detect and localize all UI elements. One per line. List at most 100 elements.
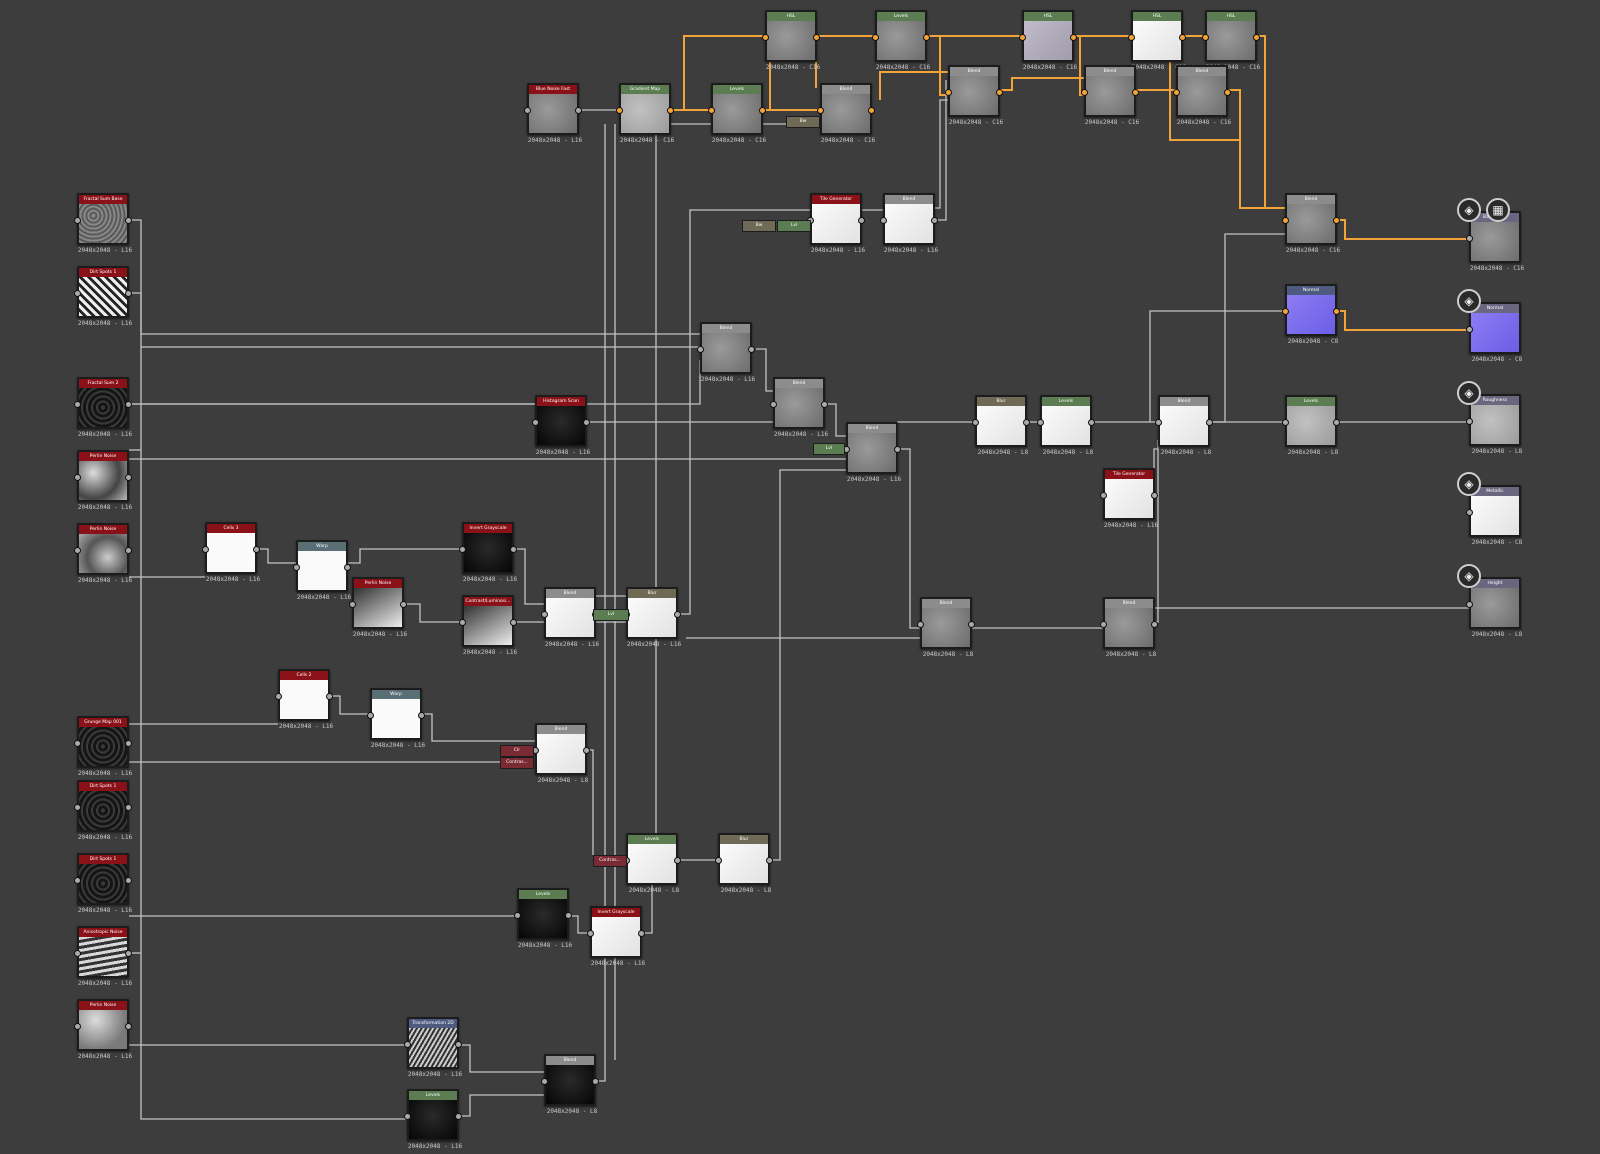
input-pin[interactable] xyxy=(74,217,81,224)
input-pin[interactable] xyxy=(880,217,887,224)
output-pin[interactable] xyxy=(1151,621,1158,628)
output-pin[interactable] xyxy=(125,217,132,224)
output-pin[interactable] xyxy=(455,1041,462,1048)
connection-wire[interactable] xyxy=(421,713,535,742)
output-pin[interactable] xyxy=(344,564,351,571)
output-icon[interactable]: ◈ xyxy=(1457,564,1481,588)
connection-wire[interactable] xyxy=(129,292,700,348)
output-icon[interactable]: ◈ xyxy=(1457,198,1481,222)
input-pin[interactable] xyxy=(1282,308,1289,315)
input-pin[interactable] xyxy=(1173,89,1180,96)
output-pin[interactable] xyxy=(1132,89,1139,96)
output-icon[interactable]: ◈ xyxy=(1457,289,1481,313)
mini-node-clr[interactable]: Clr xyxy=(500,745,534,757)
input-pin[interactable] xyxy=(770,401,777,408)
output-pin[interactable] xyxy=(125,950,132,957)
output-pin[interactable] xyxy=(858,217,865,224)
input-pin[interactable] xyxy=(1466,418,1473,425)
input-pin[interactable] xyxy=(74,474,81,481)
output-pin[interactable] xyxy=(1224,89,1231,96)
output-pin[interactable] xyxy=(575,107,582,114)
output-pin[interactable] xyxy=(923,34,930,41)
connection-wire[interactable] xyxy=(347,548,462,564)
output-pin[interactable] xyxy=(1333,308,1340,315)
input-pin[interactable] xyxy=(1037,419,1044,426)
output-icon[interactable]: ◈ xyxy=(1457,472,1481,496)
output-pin[interactable] xyxy=(674,611,681,618)
input-pin[interactable] xyxy=(697,346,704,353)
input-pin[interactable] xyxy=(541,611,548,618)
input-pin[interactable] xyxy=(762,34,769,41)
output-pin[interactable] xyxy=(125,401,132,408)
output-pin[interactable] xyxy=(766,857,773,864)
mini-node-contras[interactable]: Contras... xyxy=(500,757,534,769)
connection-wire[interactable] xyxy=(129,360,701,405)
input-pin[interactable] xyxy=(616,107,623,114)
mini-node-lvl[interactable]: Lvl xyxy=(593,609,629,621)
input-pin[interactable] xyxy=(1466,601,1473,608)
output-pin[interactable] xyxy=(821,401,828,408)
output-pin[interactable] xyxy=(1070,34,1077,41)
input-pin[interactable] xyxy=(945,89,952,96)
output-pin[interactable] xyxy=(125,877,132,884)
input-pin[interactable] xyxy=(367,712,374,719)
output-pin[interactable] xyxy=(1023,419,1030,426)
input-pin[interactable] xyxy=(1100,492,1107,499)
input-pin[interactable] xyxy=(349,601,356,608)
output-pin[interactable] xyxy=(667,107,674,114)
input-pin[interactable] xyxy=(1282,217,1289,224)
output-pin[interactable] xyxy=(253,546,260,553)
graph-node-contrast-luminosi[interactable]: Contrast/Luminosi...2048x2048 - L16 xyxy=(459,595,517,656)
output-pin[interactable] xyxy=(125,1023,132,1030)
color-connection-wire[interactable] xyxy=(879,71,948,100)
output-pin[interactable] xyxy=(1333,419,1340,426)
input-pin[interactable] xyxy=(74,877,81,884)
color-connection-wire[interactable] xyxy=(1336,310,1469,331)
output-pin[interactable] xyxy=(455,1113,462,1120)
input-pin[interactable] xyxy=(459,546,466,553)
input-pin[interactable] xyxy=(1100,621,1107,628)
input-pin[interactable] xyxy=(541,1078,548,1085)
input-pin[interactable] xyxy=(1128,34,1135,41)
mini-node-bw[interactable]: Bw xyxy=(786,116,820,128)
connection-wire[interactable] xyxy=(129,219,700,335)
input-pin[interactable] xyxy=(817,107,824,114)
input-pin[interactable] xyxy=(74,290,81,297)
input-pin[interactable] xyxy=(202,546,209,553)
input-pin[interactable] xyxy=(275,693,282,700)
input-pin[interactable] xyxy=(1466,235,1473,242)
connection-wire[interactable] xyxy=(934,80,947,221)
input-pin[interactable] xyxy=(587,930,594,937)
output-pin[interactable] xyxy=(759,107,766,114)
checker-icon[interactable]: ▦ xyxy=(1486,198,1510,222)
output-pin[interactable] xyxy=(674,857,681,864)
